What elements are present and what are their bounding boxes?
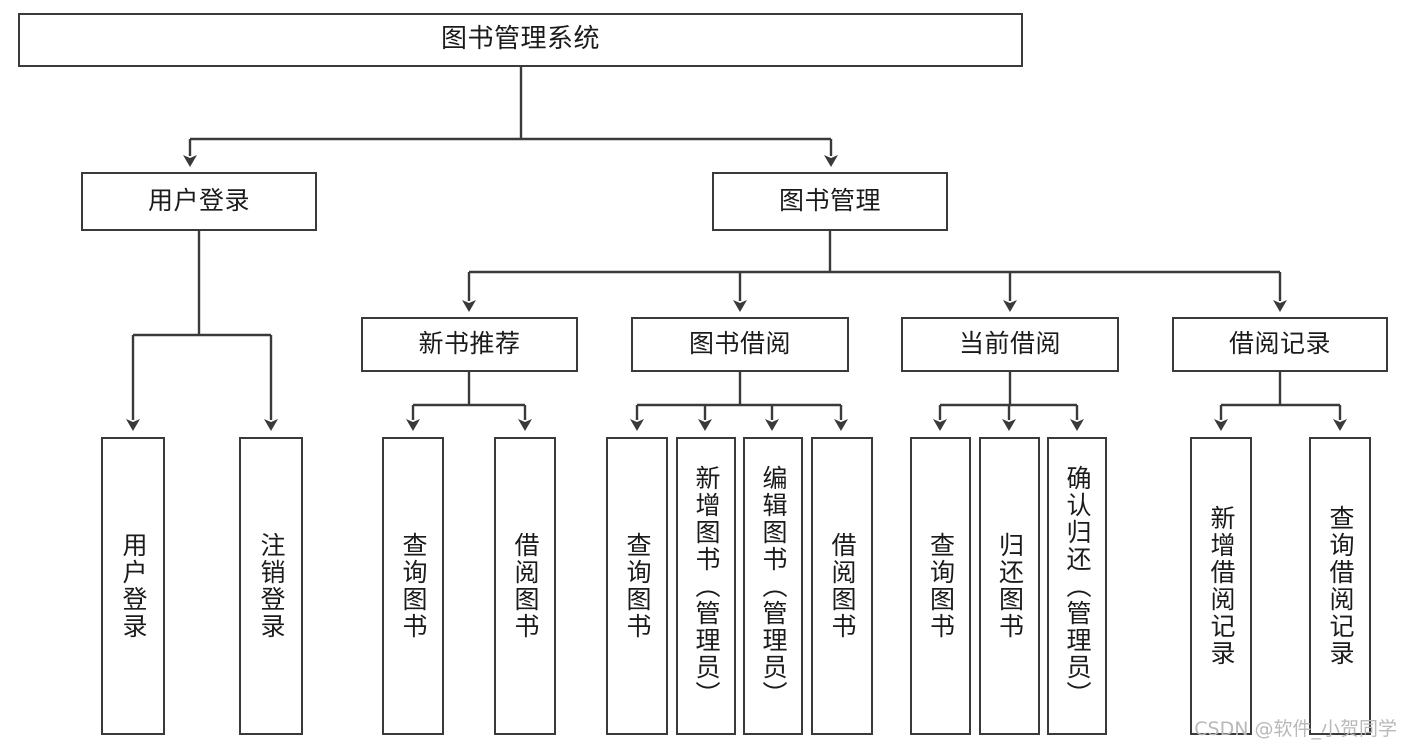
leaf-add-book-label: 新增图书（管理员） (692, 464, 721, 708)
leaf-borrow-book-2-label: 借阅图书 (828, 532, 857, 640)
leaf-query-record[interactable]: 查询借阅记录 (1309, 437, 1371, 735)
leaf-return-book[interactable]: 归还图书 (979, 437, 1040, 735)
node-book-manage[interactable]: 图书管理 (712, 172, 948, 231)
leaf-borrow-book-1[interactable]: 借阅图书 (494, 437, 556, 735)
leaf-add-book[interactable]: 新增图书（管理员） (676, 437, 736, 735)
leaf-query-record-label: 查询借阅记录 (1326, 505, 1355, 667)
node-current-borrow[interactable]: 当前借阅 (901, 317, 1119, 372)
leaf-logout[interactable]: 注销登录 (239, 437, 303, 735)
leaf-confirm-return[interactable]: 确认归还（管理员） (1047, 437, 1107, 735)
node-borrow-record[interactable]: 借阅记录 (1172, 317, 1388, 372)
node-user-login-label: 用户登录 (147, 186, 250, 216)
leaf-edit-book[interactable]: 编辑图书（管理员） (743, 437, 803, 735)
leaf-borrow-book-2[interactable]: 借阅图书 (811, 437, 873, 735)
leaf-query-book-3-label: 查询图书 (926, 532, 956, 640)
leaf-edit-book-label: 编辑图书（管理员） (759, 464, 788, 708)
leaf-add-record[interactable]: 新增借阅记录 (1190, 437, 1252, 735)
node-book-borrow-label: 图书借阅 (688, 329, 791, 359)
leaf-confirm-return-label: 确认归还（管理员） (1063, 464, 1092, 708)
node-book-manage-label: 图书管理 (778, 186, 881, 216)
leaf-return-book-label: 归还图书 (995, 532, 1025, 640)
leaf-user-login-label: 用户登录 (119, 532, 148, 640)
node-book-borrow[interactable]: 图书借阅 (631, 317, 849, 372)
node-user-login[interactable]: 用户登录 (81, 172, 317, 231)
leaf-logout-label: 注销登录 (257, 532, 286, 640)
leaf-query-book-1[interactable]: 查询图书 (382, 437, 444, 735)
leaf-query-book-2-label: 查询图书 (623, 532, 652, 640)
leaf-query-book-2[interactable]: 查询图书 (606, 437, 668, 735)
leaf-query-book-3[interactable]: 查询图书 (910, 437, 971, 735)
leaf-query-book-1-label: 查询图书 (399, 532, 428, 640)
leaf-add-record-label: 新增借阅记录 (1207, 505, 1236, 667)
leaf-user-login[interactable]: 用户登录 (101, 437, 165, 735)
node-new-book-rec-label: 新书推荐 (418, 329, 521, 359)
node-borrow-record-label: 借阅记录 (1228, 329, 1331, 359)
node-root[interactable]: 图书管理系统 (18, 13, 1023, 67)
node-root-label: 图书管理系统 (440, 24, 600, 55)
node-new-book-rec[interactable]: 新书推荐 (361, 317, 578, 372)
leaf-borrow-book-1-label: 借阅图书 (511, 532, 540, 640)
node-current-borrow-label: 当前借阅 (958, 329, 1061, 359)
csdn-watermark: CSDN @软件_小贺同学 (1194, 718, 1397, 740)
